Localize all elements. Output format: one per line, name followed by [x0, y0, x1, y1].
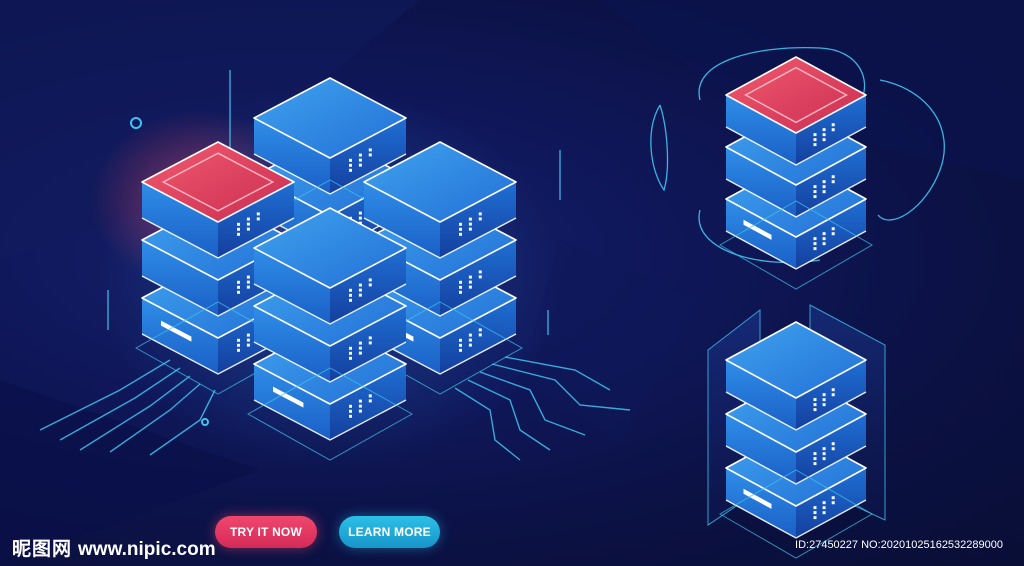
server-unit: [253, 77, 407, 195]
circuit-dots: [130, 117, 209, 426]
circuit-lines: [39, 70, 631, 461]
server-unit: [253, 207, 407, 325]
server-unit-red: [725, 56, 867, 166]
try-it-now-button[interactable]: TRY IT NOW: [215, 516, 317, 548]
server-unit: [725, 321, 867, 431]
server-stacks-right: [719, 56, 873, 559]
image-id-label: ID:27450227 NO:20201025162532289000: [795, 539, 1003, 551]
server-stacks: [134, 77, 524, 461]
server-unit-red: [141, 141, 295, 259]
server-unit: [363, 141, 517, 259]
watermark-brand: 昵图网: [12, 539, 73, 560]
learn-more-button[interactable]: LEARN MORE: [339, 516, 440, 548]
watermark-url: www.nipic.com: [78, 539, 216, 560]
